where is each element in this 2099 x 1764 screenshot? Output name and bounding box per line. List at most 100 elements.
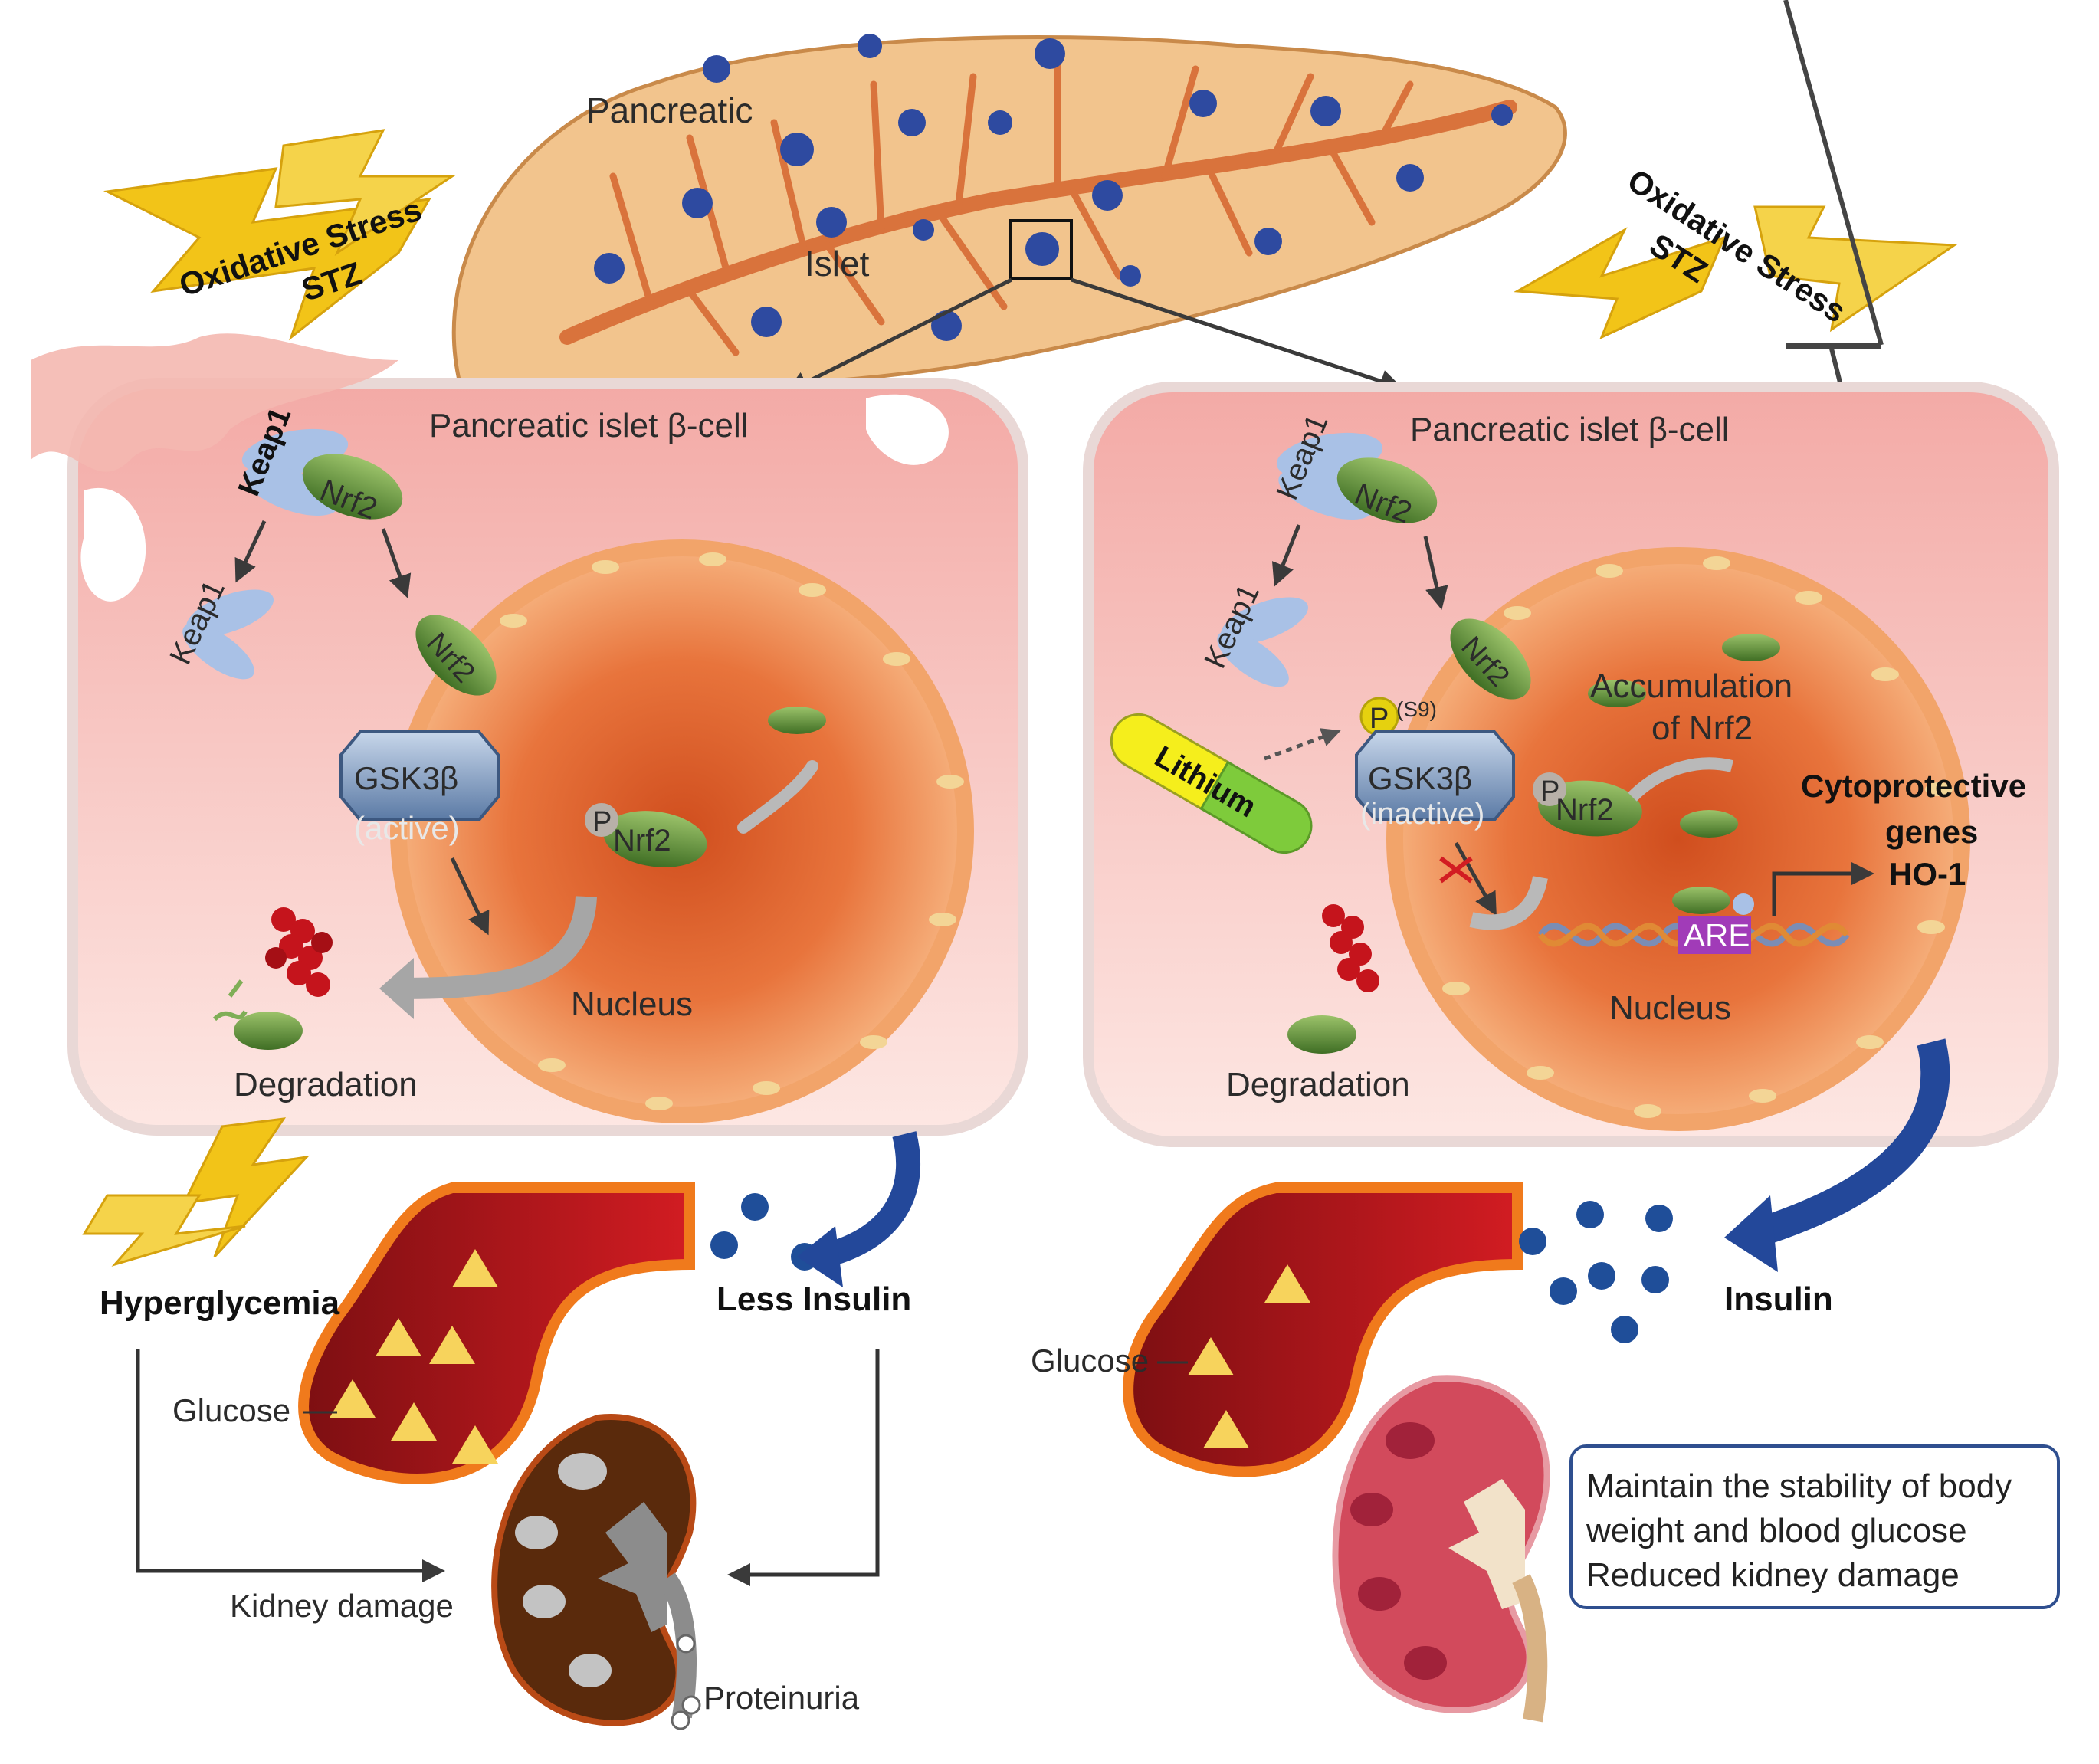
cytoprotective-line2: genes — [1885, 814, 1978, 850]
pancreatic-label: Pancreatic — [586, 90, 753, 130]
blocked-arrow-right — [1454, 841, 1497, 916]
stress-left-bolt — [103, 129, 456, 341]
gsk3b-active-left — [339, 730, 500, 821]
nuclear-pores — [446, 552, 964, 1110]
hyperglycemia-bolts — [82, 1117, 310, 1267]
left-beta-cell: Pancreatic islet β-cell Keap1 Nrf2 Keap1… — [31, 333, 1028, 1136]
insulin-dots-right — [1519, 1201, 1673, 1343]
lithium-inhibit-arrow — [1264, 728, 1341, 761]
cytoprotective-line1: Cytoprotective — [1801, 768, 2026, 804]
gsk3b-inactive-right — [1355, 730, 1515, 821]
insulin-to-kidney-arrow — [727, 1349, 880, 1586]
right-cell-title: Pancreatic islet β-cell — [1410, 411, 1730, 448]
transcription-arrow — [1772, 862, 1874, 916]
nrf2-phospho-left-label: Nrf2 — [613, 824, 671, 857]
nrf2-phospho-right-label: Nrf2 — [1556, 793, 1614, 827]
glucose-triangles-left — [330, 1249, 498, 1464]
left-cell-title: Pancreatic islet β-cell — [429, 407, 749, 444]
nrf2-moving-left — [415, 615, 497, 696]
proteasome-left — [265, 907, 333, 997]
arrow-nrf2-release-right — [1423, 536, 1448, 610]
duct-branches — [609, 57, 1414, 356]
nrf2-bound-left — [302, 454, 403, 520]
degradation-arrow-left — [398, 895, 597, 999]
kidney-healthy — [1332, 1375, 1550, 1723]
nucleus-right-label: Nucleus — [1609, 989, 1731, 1027]
accumulation-line2: of Nrf2 — [1651, 710, 1753, 747]
arrow-nrf2-release-left — [381, 528, 412, 598]
are-box — [1678, 916, 1751, 954]
less-insulin-label: Less Insulin — [717, 1280, 911, 1318]
arrow-keap1-release-right — [1271, 524, 1301, 587]
block-x-mark — [1439, 856, 1473, 884]
summary-line1: Maintain the stability of body — [1586, 1467, 2012, 1505]
nrf2-moving-right — [1450, 618, 1531, 700]
nrf2-small-left — [768, 707, 826, 734]
nrf2-degraded-left — [234, 1012, 303, 1050]
glucose-right-label: Glucose — [1031, 1343, 1149, 1379]
left-outcome: Hyperglycemia Less Insulin Glucose Kidne… — [82, 1117, 920, 1730]
glucose-triangles-right — [1188, 1264, 1310, 1448]
gsk3b-left-state: (active) — [354, 810, 460, 846]
hyperglycemia-to-kidney-arrow — [136, 1349, 445, 1582]
islet-label: Islet — [805, 244, 870, 284]
keap1-nrf2-complex-right — [1276, 432, 1438, 523]
s9-label: (S9) — [1396, 697, 1437, 721]
kidney-damage-label: Kidney damage — [230, 1588, 454, 1624]
insulin-arrow-right — [1750, 1038, 1950, 1248]
blood-vessel-right — [1123, 1182, 1523, 1477]
summary-line3: Reduced kidney damage — [1586, 1556, 1960, 1594]
protein-droplets — [671, 1634, 701, 1730]
proteasome-right — [1322, 904, 1379, 992]
nucleus-left-label: Nucleus — [571, 985, 693, 1023]
degradation-left-label: Degradation — [234, 1066, 418, 1103]
pancreas-illustration: Pancreatic Islet — [451, 34, 1567, 393]
stress-right-bolt — [1514, 205, 1958, 339]
outcome-summary-box: Maintain the stability of body weight an… — [1569, 1444, 2060, 1609]
right-outcome: Insulin Glucose — [1031, 1038, 1950, 1723]
accumulation-line1: Accumulation — [1590, 667, 1792, 705]
insulin-right-label: Insulin — [1724, 1280, 1833, 1318]
accumulation-arrow — [1628, 757, 1733, 802]
lithium-capsule: Lithium — [1110, 713, 1313, 854]
nrf2-accum-3 — [1680, 810, 1738, 838]
nrf2-phospho-left — [603, 811, 707, 867]
proteinuria-label: Proteinuria — [703, 1680, 860, 1716]
are-label: ARE — [1684, 917, 1750, 953]
pancreatic-duct — [559, 100, 1517, 345]
export-arrow-small-left — [737, 760, 818, 834]
nuclear-pores-right — [1442, 556, 1953, 1118]
nrf2-accum-1 — [1722, 634, 1780, 661]
p-mark-s9: P — [1369, 703, 1389, 735]
islet-selection-box — [1009, 219, 1073, 280]
hyperglycemia-label: Hyperglycemia — [100, 1284, 340, 1322]
nrf2-accum-4 — [1672, 887, 1730, 914]
glucose-left-label: Glucose — [172, 1392, 290, 1428]
kidney-damaged — [491, 1414, 697, 1726]
arrow-keap1-release-left — [234, 520, 267, 583]
gsk3b-left-label: GSK3β — [354, 760, 458, 796]
damage-patches — [31, 333, 398, 472]
blood-vessel-left — [298, 1182, 695, 1484]
islet-clusters — [594, 34, 1513, 341]
keap1-nrf2-complex-left — [241, 428, 403, 520]
summary-line2: weight and blood glucose — [1586, 1512, 1967, 1549]
zoom-arrow-left — [785, 277, 1013, 393]
gsk3b-right-state: (inactive) — [1360, 797, 1484, 831]
cytoprotective-line3: HO-1 — [1889, 856, 1966, 892]
keap1-free-left — [182, 589, 274, 680]
p-mark-right: P — [1540, 775, 1559, 808]
degradation-right-label: Degradation — [1226, 1066, 1410, 1103]
zoom-arrow-right — [1071, 277, 1403, 392]
nrf2-accum-2 — [1588, 680, 1646, 707]
arrow-gsk3b-left — [450, 857, 490, 936]
nucleus-export-arrow-right — [1469, 875, 1548, 930]
right-beta-cell: Pancreatic islet β-cell Keap1 Nrf2 Keap1… — [1083, 382, 2059, 1147]
insulin-arrow-left — [817, 1131, 920, 1269]
p-mark-left: P — [592, 806, 612, 838]
gsk3b-right-label: GSK3β — [1368, 760, 1472, 796]
phospho-dot-left — [585, 803, 618, 837]
keap1-free-right — [1217, 597, 1308, 687]
